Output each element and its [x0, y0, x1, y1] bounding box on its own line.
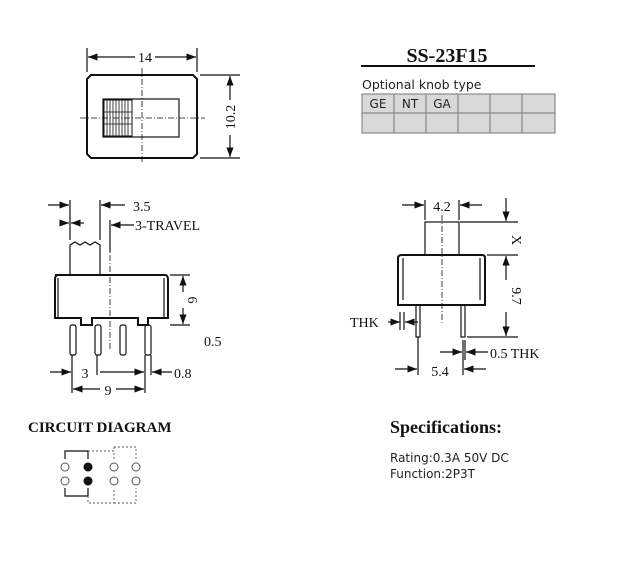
front-pin-span-dim: 5.4: [431, 365, 449, 380]
side-knob-dim: 3.5: [133, 200, 151, 215]
side-pin-thk-dim: 0.5: [204, 335, 222, 350]
knob-type-table: GE NT GA: [361, 93, 556, 134]
circuit-title: CIRCUIT DIAGRAM: [28, 420, 171, 436]
side-travel-dim: 3-TRAVEL: [135, 219, 200, 234]
front-thk-label: THK: [350, 316, 379, 331]
side-pin-width-dim: 0.8: [174, 367, 192, 382]
side-height-dim: 6: [184, 297, 199, 304]
side-pitch-dim: 3: [82, 367, 89, 382]
side-span-dim: 9: [105, 384, 112, 399]
knob-type-nt: NT: [402, 97, 419, 111]
front-knob-height-dim: X: [508, 235, 523, 245]
top-width-dim: 14: [138, 51, 152, 66]
front-knob-dim: 4.2: [433, 200, 451, 215]
front-view: 4.2 X 9.7 THK 0.5 THK 5.4: [350, 198, 540, 380]
front-height-dim: 9.7: [508, 287, 523, 305]
model-title: SS-23F15: [406, 45, 487, 67]
circuit-diagram: [60, 446, 141, 504]
knob-table-label: Optional knob type: [362, 77, 482, 92]
spec-rating: Rating:0.3A 50V DC: [390, 451, 509, 465]
top-height-dim: 10.2: [224, 105, 239, 130]
front-thk-dim: 0.5 THK: [490, 347, 540, 362]
knob-type-ga: GA: [433, 97, 451, 111]
side-view: 3.5 3-TRAVEL 6 0.5 3 0.8 9: [48, 200, 222, 399]
spec-function: Function:2P3T: [390, 467, 476, 481]
top-view: 14 10.2: [80, 48, 240, 162]
top-view-body: [86, 74, 198, 159]
specs-title: Specifications:: [390, 417, 502, 437]
knob-type-ge: GE: [370, 97, 387, 111]
